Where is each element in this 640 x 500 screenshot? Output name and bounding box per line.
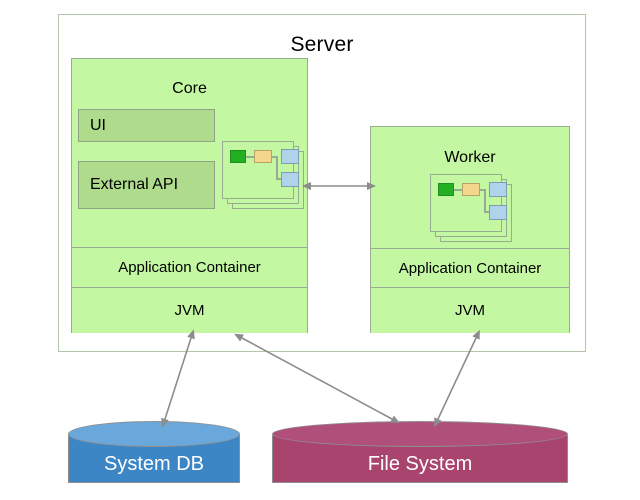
card-step-start-icon bbox=[230, 150, 246, 163]
card-step-end-bottom-icon bbox=[281, 172, 299, 187]
system-db-datastore[interactable]: System DB bbox=[68, 421, 240, 483]
card-connector-icon bbox=[276, 178, 283, 180]
card-connector-icon bbox=[479, 189, 486, 191]
card-front-icon bbox=[430, 174, 507, 232]
card-step-middle-icon bbox=[462, 183, 480, 196]
core-module-ui[interactable]: UI bbox=[78, 109, 215, 142]
file-system-label: File System bbox=[367, 453, 473, 475]
card-connector-icon bbox=[246, 156, 255, 158]
core-module-ui-label: UI bbox=[90, 116, 106, 134]
file-system-datastore[interactable]: File System bbox=[272, 421, 568, 483]
card-step-end-top-icon bbox=[281, 149, 299, 164]
system-db-cylinder-top bbox=[68, 421, 240, 447]
system-db-label: System DB bbox=[103, 453, 205, 475]
card-step-middle-icon bbox=[254, 150, 272, 163]
core-application-container-label: Application Container bbox=[118, 259, 261, 276]
card-connector-icon bbox=[484, 189, 486, 213]
card-connector-icon bbox=[484, 211, 491, 213]
core-jvm-label: JVM bbox=[174, 302, 205, 319]
core-jvm-band[interactable]: JVM bbox=[72, 287, 307, 333]
card-connector-icon bbox=[454, 189, 463, 191]
worker-stacked-workflow-cards-icon bbox=[430, 174, 512, 242]
core-application-container-band[interactable]: Application Container bbox=[72, 247, 307, 287]
worker-application-container-label: Application Container bbox=[398, 259, 542, 277]
server-title: Server bbox=[290, 33, 354, 56]
core-module-external-api[interactable]: External API bbox=[78, 161, 215, 209]
card-step-end-bottom-icon bbox=[489, 205, 507, 220]
card-front-icon bbox=[222, 141, 299, 199]
file-system-cylinder-top bbox=[272, 421, 568, 447]
worker-application-container-band[interactable]: Application Container bbox=[371, 248, 569, 287]
card-step-start-icon bbox=[438, 183, 454, 196]
core-stacked-workflow-cards-icon bbox=[222, 141, 304, 209]
core-module-external-api-label: External API bbox=[90, 176, 179, 193]
card-connector-icon bbox=[276, 156, 278, 180]
worker-jvm-label: JVM bbox=[455, 302, 485, 319]
card-step-end-top-icon bbox=[489, 182, 507, 197]
worker-jvm-band[interactable]: JVM bbox=[371, 287, 569, 333]
worker-title: Worker bbox=[444, 149, 496, 166]
core-title: Core bbox=[172, 80, 207, 97]
card-connector-icon bbox=[271, 156, 278, 158]
